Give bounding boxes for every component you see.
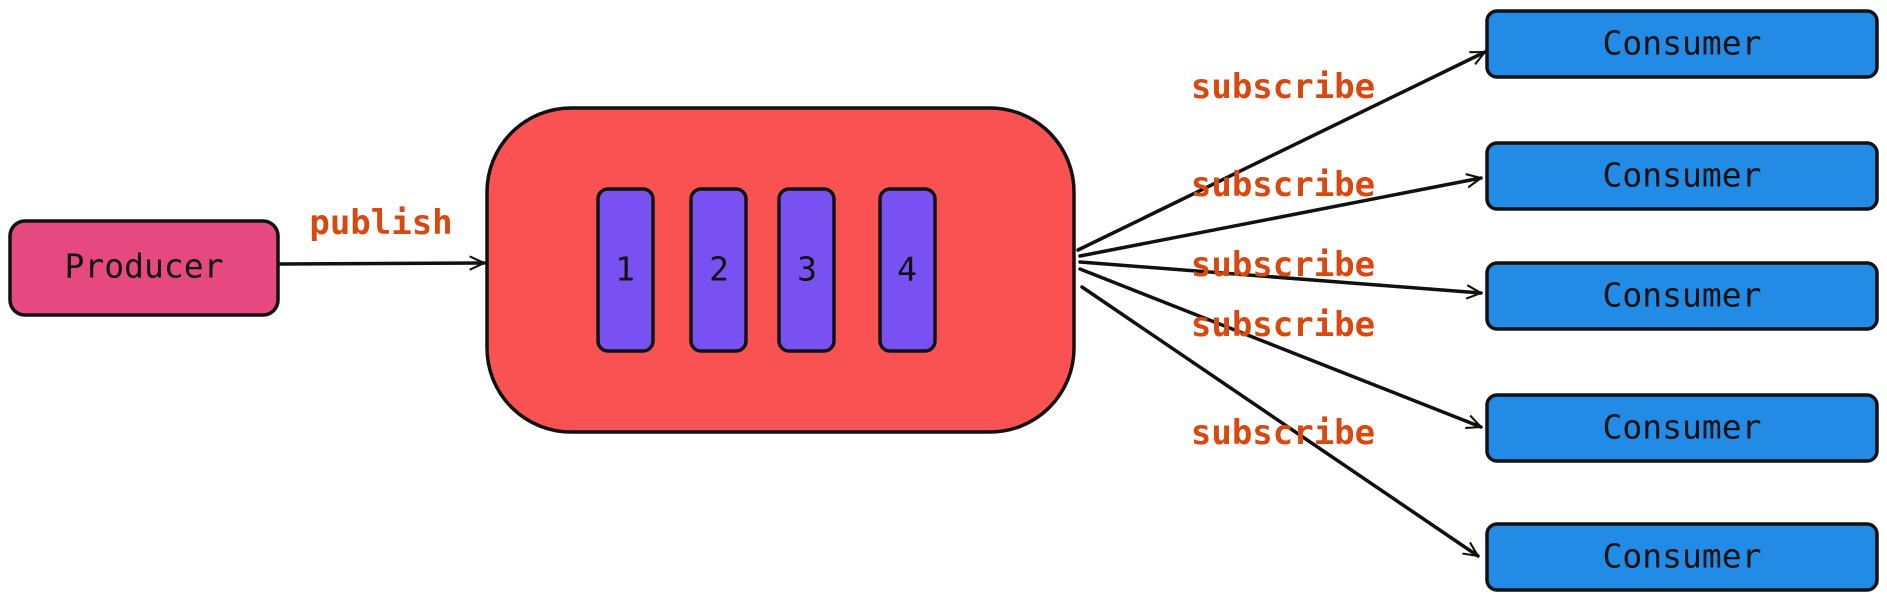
consumer-node-3: Consumer (1485, 261, 1879, 331)
producer-node: Producer (8, 219, 280, 317)
partition-box (777, 187, 836, 353)
consumer-label: Consumer (1603, 537, 1762, 576)
subscribe-arrow-5 (1080, 285, 1480, 558)
partition-box (878, 187, 937, 353)
subscribe-arrow-3 (1078, 260, 1483, 293)
subscribe-label: subscribe (1191, 67, 1375, 107)
consumer-box (1485, 141, 1879, 211)
consumer-box (1485, 261, 1879, 331)
publish-arrow (278, 263, 486, 264)
consumer-label: Consumer (1603, 408, 1762, 447)
subscribe-label: subscribe (1191, 305, 1375, 345)
publish-label: publish (309, 203, 452, 243)
partition-1: 1 (596, 187, 655, 353)
partition-label: 2 (709, 250, 729, 289)
partition-box (596, 187, 655, 353)
producer-label: Producer (65, 247, 224, 286)
subscribe-label: subscribe (1191, 165, 1375, 205)
subscribe-arrow-1 (1076, 50, 1487, 252)
consumer-label: Consumer (1603, 24, 1762, 63)
partition-4: 4 (878, 187, 937, 353)
partition-2: 2 (689, 187, 748, 353)
consumer-box (1485, 393, 1879, 463)
consumer-node-2: Consumer (1485, 141, 1879, 211)
consumer-box (1485, 9, 1879, 79)
consumer-label: Consumer (1603, 156, 1762, 195)
partition-box (689, 187, 748, 353)
partition-label: 1 (615, 250, 635, 289)
consumer-label: Consumer (1603, 276, 1762, 315)
partition-label: 4 (897, 250, 917, 289)
consumer-node-1: Consumer (1485, 9, 1879, 79)
partition-label: 3 (797, 250, 817, 289)
subscribe-label: subscribe (1191, 413, 1375, 453)
subscribe-arrow-2 (1078, 178, 1483, 258)
subscribe-arrow-4 (1078, 267, 1483, 427)
queue-node: 1 2 3 4 (485, 106, 1076, 434)
consumer-node-5: Consumer (1485, 522, 1879, 592)
producer-box (8, 219, 280, 317)
consumer-box (1485, 522, 1879, 592)
consumer-node-4: Consumer (1485, 393, 1879, 463)
subscribe-label: subscribe (1191, 245, 1375, 285)
partition-3: 3 (777, 187, 836, 353)
